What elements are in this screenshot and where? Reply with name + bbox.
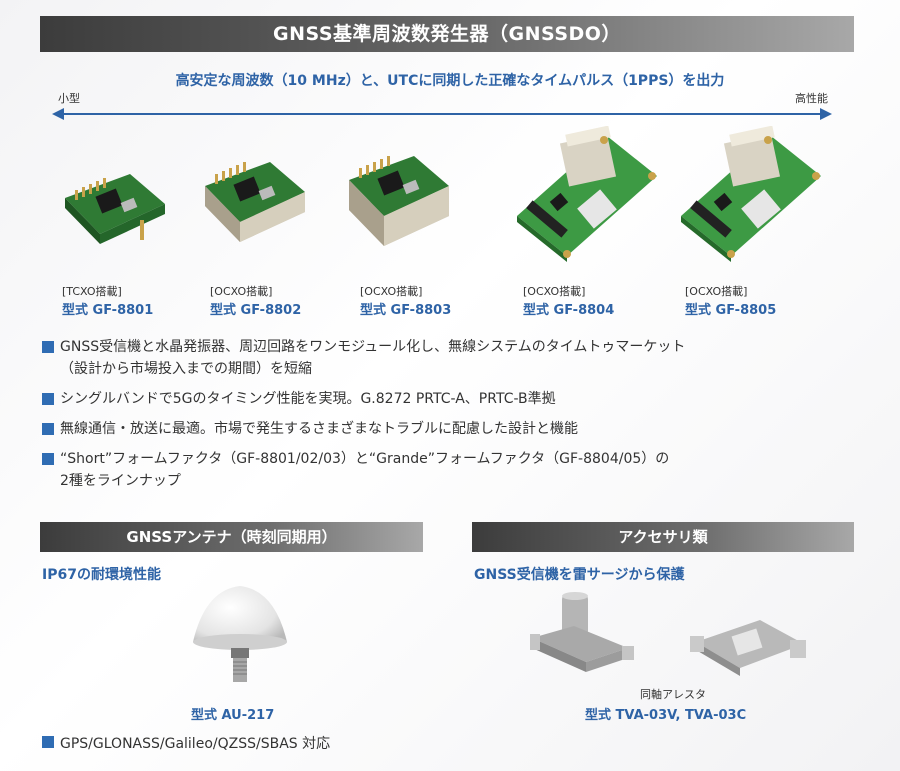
product-model-gf-8803: 型式 GF-8803 bbox=[360, 303, 452, 318]
feature-text: GNSS受信機と水晶発振器、周辺回路をワンモジュール化し、無線システムのタイムト… bbox=[60, 339, 686, 355]
product-tag-gf-8805: [OCXO搭載] bbox=[685, 285, 748, 298]
arrester-tva-03v-image bbox=[530, 592, 634, 672]
gf-8804-module-image bbox=[517, 126, 657, 262]
feature-text: “Short”フォームファクタ（GF-8801/02/03）と“Grande”フ… bbox=[60, 451, 670, 467]
feature-text: （設計から市場投入までの期間）を短縮 bbox=[60, 361, 312, 377]
page-title: GNSS基準周波数発生器（GNSSDO） bbox=[273, 23, 621, 45]
scale-arrow-icon bbox=[52, 108, 832, 120]
accessory-model: 型式 TVA-03V, TVA-03C bbox=[585, 708, 747, 723]
page-title-banner: GNSS基準周波数発生器（GNSSDO） bbox=[40, 16, 854, 52]
antenna-feature-text: GPS/GLONASS/Galileo/QZSS/SBAS 対応 bbox=[60, 736, 331, 752]
gf-8801-module-image bbox=[65, 174, 165, 244]
product-model-gf-8802: 型式 GF-8802 bbox=[210, 303, 302, 318]
bullet-square-icon bbox=[42, 736, 54, 748]
product-model-gf-8801: 型式 GF-8801 bbox=[62, 303, 154, 318]
bullet-square-icon bbox=[42, 453, 54, 465]
accessory-subtitle: GNSS受信機を雷サージから保護 bbox=[474, 567, 685, 583]
product-model-gf-8804: 型式 GF-8804 bbox=[523, 303, 615, 318]
feature-text: 無線通信・放送に最適。市場で発生するさまざまなトラブルに配慮した設計と機能 bbox=[60, 421, 578, 437]
feature-item: “Short”フォームファクタ（GF-8801/02/03）と“Grande”フ… bbox=[42, 448, 842, 492]
gf-8803-module-image bbox=[349, 156, 449, 246]
antenna-section-title: GNSSアンテナ（時刻同期用） bbox=[126, 528, 337, 546]
antenna-subtitle: IP67の耐環境性能 bbox=[42, 567, 161, 583]
scale-right-label: 高性能 bbox=[795, 92, 828, 105]
subtitle: 高安定な周波数（10 MHz）と、UTCに同期した正確なタイムパルス（1PPS）… bbox=[175, 73, 725, 89]
scale-left-label: 小型 bbox=[58, 92, 80, 105]
feature-list: GNSS受信機と水晶発振器、周辺回路をワンモジュール化し、無線システムのタイムト… bbox=[42, 336, 842, 500]
antenna-section-header: GNSSアンテナ（時刻同期用） bbox=[40, 522, 423, 552]
antenna-feature: GPS/GLONASS/Galileo/QZSS/SBAS 対応 bbox=[42, 733, 330, 753]
bullet-square-icon bbox=[42, 341, 54, 353]
product-tag-gf-8802: [OCXO搭載] bbox=[210, 285, 273, 298]
gf-8805-module-image bbox=[681, 126, 821, 262]
antenna-image bbox=[193, 586, 287, 682]
feature-item: 無線通信・放送に最適。市場で発生するさまざまなトラブルに配慮した設計と機能 bbox=[42, 418, 842, 440]
accessory-caption: 同軸アレスタ bbox=[640, 688, 706, 701]
product-model-gf-8805: 型式 GF-8805 bbox=[685, 303, 777, 318]
antenna-model: 型式 AU-217 bbox=[191, 708, 275, 723]
accessory-section-title: アクセサリ類 bbox=[618, 528, 708, 546]
product-tag-gf-8801: [TCXO搭載] bbox=[62, 285, 122, 298]
gf-8802-module-image bbox=[205, 162, 305, 242]
product-tag-gf-8804: [OCXO搭載] bbox=[523, 285, 586, 298]
bullet-square-icon bbox=[42, 423, 54, 435]
bullet-square-icon bbox=[42, 393, 54, 405]
product-tag-gf-8803: [OCXO搭載] bbox=[360, 285, 423, 298]
accessory-section-header: アクセサリ類 bbox=[472, 522, 854, 552]
feature-item: シングルバンドで5Gのタイミング性能を実現。G.8272 PRTC-A、PRTC… bbox=[42, 388, 842, 410]
feature-item: GNSS受信機と水晶発振器、周辺回路をワンモジュール化し、無線システムのタイムト… bbox=[42, 336, 842, 380]
feature-text: 2種をラインナップ bbox=[60, 473, 181, 489]
arrester-tva-03c-image bbox=[690, 620, 806, 676]
feature-text: シングルバンドで5Gのタイミング性能を実現。G.8272 PRTC-A、PRTC… bbox=[60, 391, 556, 407]
